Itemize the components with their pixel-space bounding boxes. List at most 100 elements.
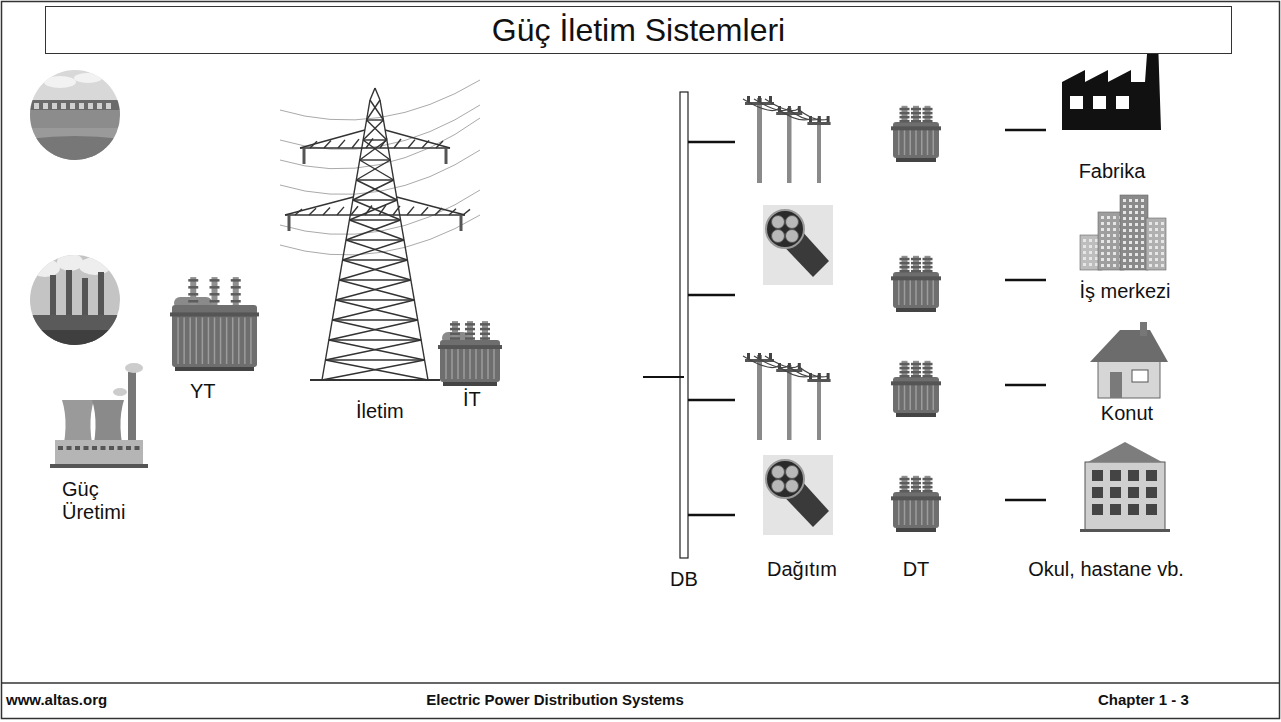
lattice [336,280,411,300]
fin [927,279,929,305]
dam-gate [34,103,39,109]
bushing-disc [900,371,910,374]
dam-crest [20,100,130,110]
window [1141,211,1144,214]
fin [208,317,210,364]
house-roof [1090,330,1168,362]
bushing-disc [923,116,933,119]
bushing-disc [911,486,921,489]
base [443,382,497,386]
feeder-line [688,514,735,517]
bushing-disc [450,333,460,336]
bushing-disc [450,328,460,331]
window [1149,234,1152,237]
fin [457,348,459,379]
bushing-disc [923,367,933,370]
tank-rim [891,126,941,130]
factory-window [1070,96,1083,109]
lattice [343,259,408,260]
dam-gate [88,103,93,109]
lattice [363,120,383,140]
window [1141,229,1144,232]
window [1095,239,1098,242]
window [1161,246,1164,249]
bushing-disc [900,266,910,269]
bushing-disc [923,262,933,265]
bushing-disc [911,363,921,366]
overhead-line-icon [743,96,831,183]
smoke [30,259,60,277]
cable-ground [763,205,833,285]
fin [910,384,912,410]
bushing-disc [210,279,220,282]
base [175,367,254,371]
bushing-disc [923,363,933,366]
window [1101,240,1104,243]
bushing-disc [900,116,910,119]
window [101,446,106,450]
bushing-disc [923,375,933,378]
bushing-disc [911,375,921,378]
lattice [356,179,393,180]
window [1135,259,1138,262]
bushing-disc [900,375,910,378]
bushing-disc [923,120,933,123]
lattice [367,120,387,140]
bushing-disc [911,112,921,115]
window [1135,265,1138,268]
window [1141,241,1144,244]
consumer-label: Okul, hastane vb. [1028,558,1184,581]
fin [451,348,453,379]
window [1107,252,1110,255]
component-label: İletim [356,400,404,423]
window [1089,251,1092,254]
lattice [346,240,407,260]
thermal-plant-icon [28,253,123,355]
base [896,413,936,417]
window [1149,264,1152,267]
lattice [363,140,390,160]
lattice [323,208,330,215]
fin [910,499,912,525]
school-window [1128,487,1139,498]
window [1135,199,1138,202]
insulator [445,148,448,164]
window [1107,240,1110,243]
bushing-disc [210,300,220,303]
lattice [436,141,443,148]
service-line [1005,279,1046,282]
office-buildings-icon [1080,195,1166,270]
window [1129,217,1132,220]
window [1083,245,1086,248]
bushing-disc [188,300,198,303]
transmission-transformer-icon [438,321,502,386]
school-icon [1080,442,1170,532]
lattice [349,219,400,220]
plant-building [28,315,123,355]
window [1095,245,1098,248]
bushing-disc [911,120,921,123]
fin [493,348,495,379]
dam-gate [52,103,57,109]
bushing-disc [900,262,910,265]
fin [238,317,240,364]
lattice [356,180,397,200]
window [1089,263,1092,266]
fin [933,279,935,305]
lattice [343,240,404,260]
lattice [310,141,317,148]
lattice [339,279,411,280]
bushing-disc [188,279,198,282]
fin [904,279,906,305]
title-box: Güç İletim Sistemleri [45,6,1232,54]
bushing-disc [911,258,921,261]
window [1135,241,1138,244]
window [84,446,89,450]
cross-arm [285,214,465,215]
window [1123,205,1126,208]
window [1155,228,1158,231]
window [1101,228,1104,231]
bushing-disc [911,482,921,485]
